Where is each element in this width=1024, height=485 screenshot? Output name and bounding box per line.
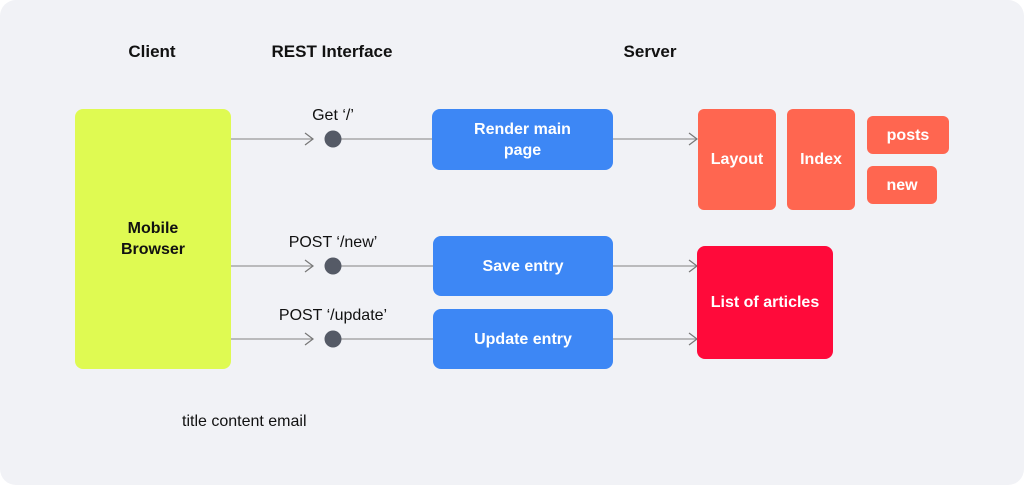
arrowhead-get: [304, 132, 314, 146]
endpoint-label-update: POST ‘/update’: [278, 307, 388, 324]
new-box: new: [867, 166, 937, 204]
render-main-page-box: Render main page: [432, 109, 613, 170]
mobile-browser-box: Mobile Browser: [75, 109, 231, 369]
index-box: Index: [787, 109, 855, 210]
arrowhead-new: [304, 259, 314, 273]
column-header-server: Server: [623, 42, 677, 61]
endpoint-dot-get: [324, 130, 342, 148]
render-main-page-label: Render main page: [474, 120, 571, 159]
update-entry-label: Update entry: [474, 330, 572, 348]
endpoint-dot-new: [324, 257, 342, 275]
endpoint-label-new: POST ‘/new’: [288, 234, 378, 251]
mobile-browser-line1: Mobile: [127, 220, 179, 237]
save-entry-label: Save entry: [482, 257, 564, 275]
save-entry-box: Save entry: [433, 236, 613, 296]
column-header-client: Client: [128, 42, 176, 61]
arrowhead-layout: [688, 132, 698, 146]
posts-box: posts: [867, 116, 949, 154]
arrowhead-update: [304, 332, 314, 346]
column-header-rest: REST Interface: [271, 42, 393, 61]
index-label: Index: [800, 151, 842, 168]
form-fields-note: title content email: [182, 413, 307, 430]
layout-box: Layout: [698, 109, 776, 210]
endpoint-dot-update: [324, 330, 342, 348]
mobile-browser-line2: Browser: [120, 241, 186, 258]
list-of-articles-box: List of articles: [697, 246, 833, 359]
new-label: new: [886, 176, 918, 194]
layout-label: Layout: [710, 151, 764, 168]
mobile-browser-label: Mobile Browser: [113, 218, 193, 260]
posts-label: posts: [886, 126, 930, 144]
update-entry-box: Update entry: [433, 309, 613, 369]
list-of-articles-label: List of articles: [710, 294, 820, 311]
endpoint-label-get: Get ‘/’: [312, 107, 354, 124]
